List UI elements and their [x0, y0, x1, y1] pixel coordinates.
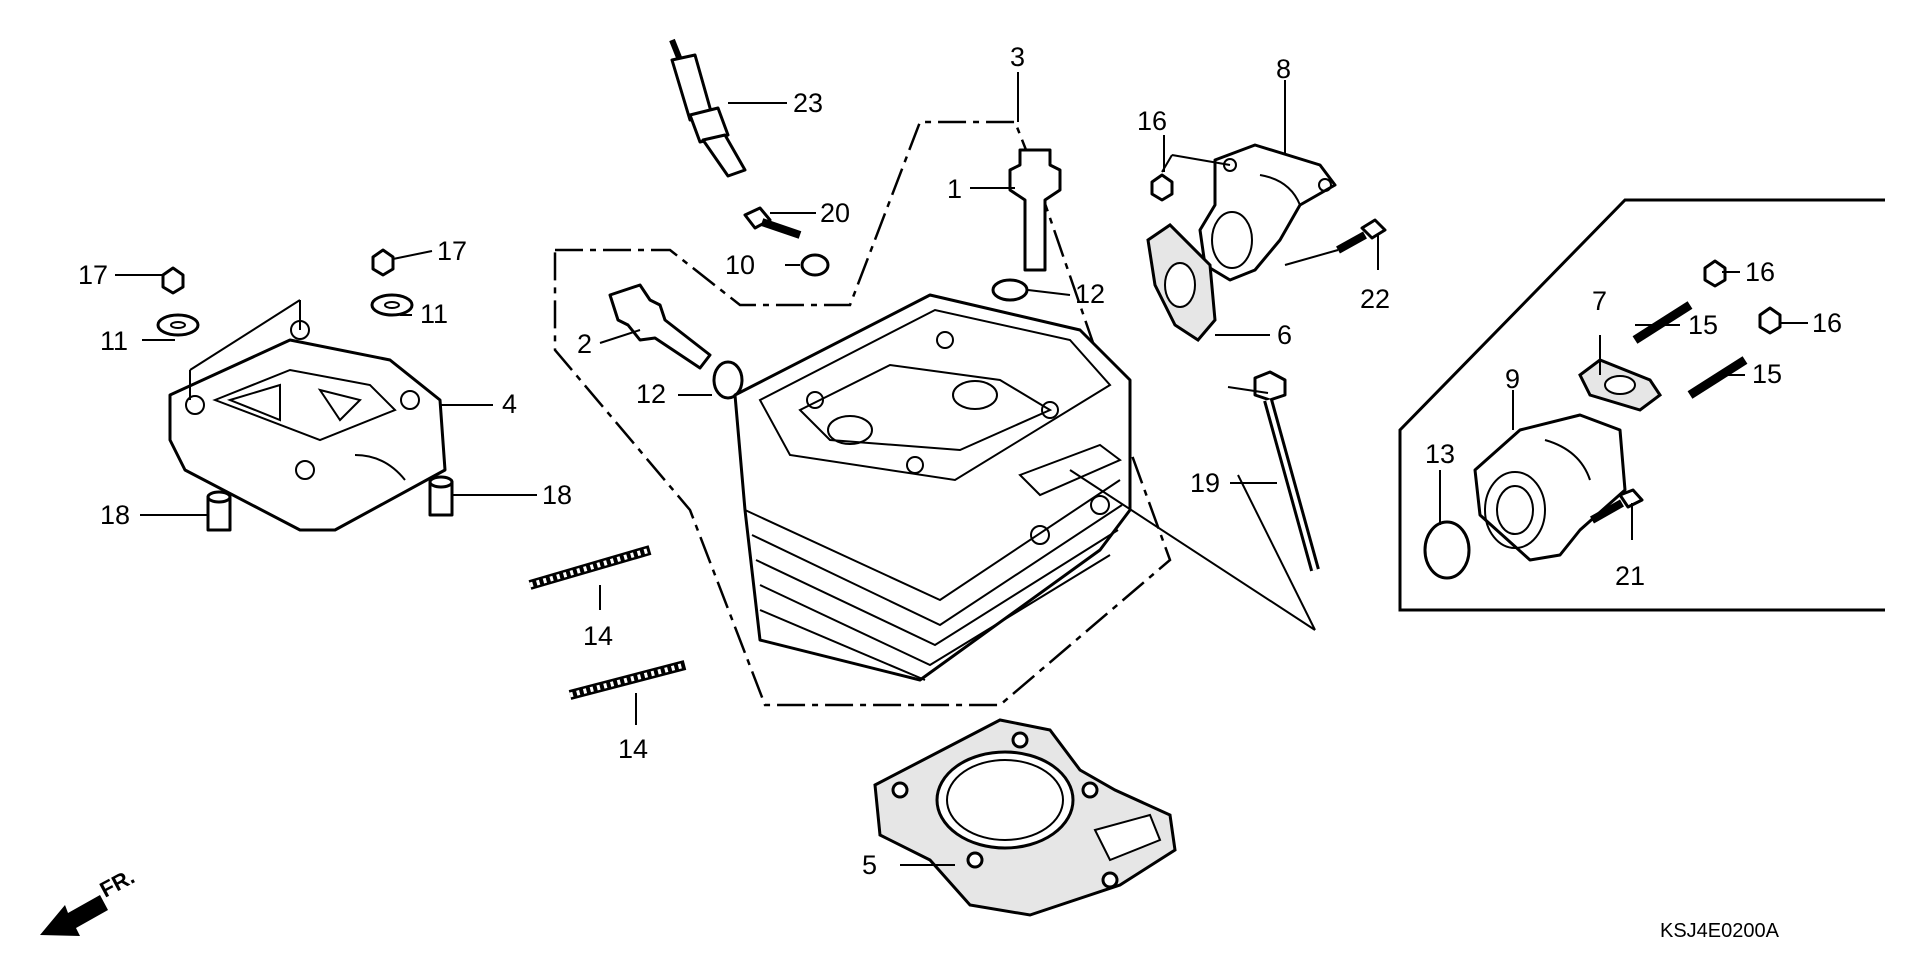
- washer-right: [370, 293, 414, 317]
- callout-11-left: 11: [100, 326, 128, 356]
- callout-7: 7: [1592, 286, 1607, 316]
- spark-plug: [669, 38, 747, 178]
- sealing-washer-10: [800, 253, 830, 277]
- callout-8: 8: [1276, 54, 1291, 84]
- flange-nut-right: [371, 248, 395, 277]
- stud-15-a: [1632, 301, 1693, 344]
- diagram-code: KSJ4E0200A: [1660, 920, 1780, 942]
- washer-left: [156, 313, 200, 337]
- callout-11-right: 11: [420, 299, 448, 329]
- callout-17-right: 17: [437, 236, 467, 266]
- bolt-20: [743, 206, 802, 239]
- front-direction-arrow: FR.: [40, 864, 139, 936]
- flange-nut-left: [161, 266, 185, 295]
- callout-17-left: 17: [78, 260, 108, 290]
- nut-16-right-a: [1703, 259, 1727, 288]
- leader-lines: [115, 72, 1808, 866]
- callout-19: 19: [1190, 468, 1220, 498]
- o-ring-12-lower: [712, 360, 744, 400]
- intake-variant-box: [1398, 198, 1885, 612]
- callout-1: 1: [947, 174, 962, 204]
- callout-21: 21: [1615, 561, 1645, 591]
- o-ring-12-upper: [991, 278, 1029, 302]
- bolt-21: [1590, 488, 1644, 524]
- callout-22: 22: [1360, 284, 1390, 314]
- callout-6: 6: [1277, 320, 1292, 350]
- valve-guide-1: [1008, 148, 1062, 272]
- cylinder-head-gasket: [873, 718, 1177, 917]
- stud-bolt-lower: [568, 660, 687, 700]
- stud-bolt-upper: [528, 545, 652, 590]
- valve-guide-2: [608, 283, 712, 370]
- callout-9: 9: [1505, 364, 1520, 394]
- intake-pipe-9: [1473, 413, 1627, 562]
- callout-12-lower: 12: [636, 379, 666, 409]
- front-label: FR.: [96, 864, 139, 903]
- o-ring-13: [1423, 520, 1471, 580]
- cylinder-head-assembly-boundary: [553, 120, 1172, 707]
- callout-16-upper: 16: [1137, 106, 1167, 136]
- intake-pipe-8: [1198, 143, 1337, 282]
- callout-15-lower: 15: [1752, 359, 1782, 389]
- stud-bolt-19: [1253, 370, 1320, 572]
- nut-16-right-b: [1758, 306, 1782, 335]
- callout-5: 5: [862, 850, 877, 880]
- callout-14-lower: 14: [618, 734, 648, 764]
- callout-14-upper: 14: [583, 621, 613, 651]
- callout-18-left: 18: [100, 500, 130, 530]
- rocker-arm-holder: [168, 299, 447, 532]
- callout-12-upper: 12: [1075, 279, 1105, 309]
- bolt-22: [1336, 218, 1387, 254]
- cylinder-head: [733, 293, 1132, 682]
- dowel-pin-right: [428, 475, 454, 517]
- callout-2: 2: [577, 329, 592, 359]
- callout-16-right-a: 16: [1745, 257, 1775, 287]
- callout-18-right: 18: [542, 480, 572, 510]
- callout-3: 3: [1010, 42, 1025, 72]
- callout-20: 20: [820, 198, 850, 228]
- intake-insulator-6: [1146, 223, 1217, 342]
- callout-13: 13: [1425, 439, 1455, 469]
- callout-23: 23: [793, 88, 823, 118]
- callout-16-right-b: 16: [1812, 308, 1842, 338]
- nut-16-upper: [1150, 173, 1174, 202]
- callout-labels: 1 2 3 4 5 6 7 8 9 10 11 11 12 12 13 14 1…: [78, 42, 1842, 880]
- dowel-pin-left: [206, 490, 232, 532]
- callout-10: 10: [725, 250, 755, 280]
- callout-15-upper: 15: [1688, 310, 1718, 340]
- insulator-7: [1578, 358, 1663, 412]
- stud-15-b: [1687, 356, 1748, 399]
- callout-4: 4: [502, 389, 517, 419]
